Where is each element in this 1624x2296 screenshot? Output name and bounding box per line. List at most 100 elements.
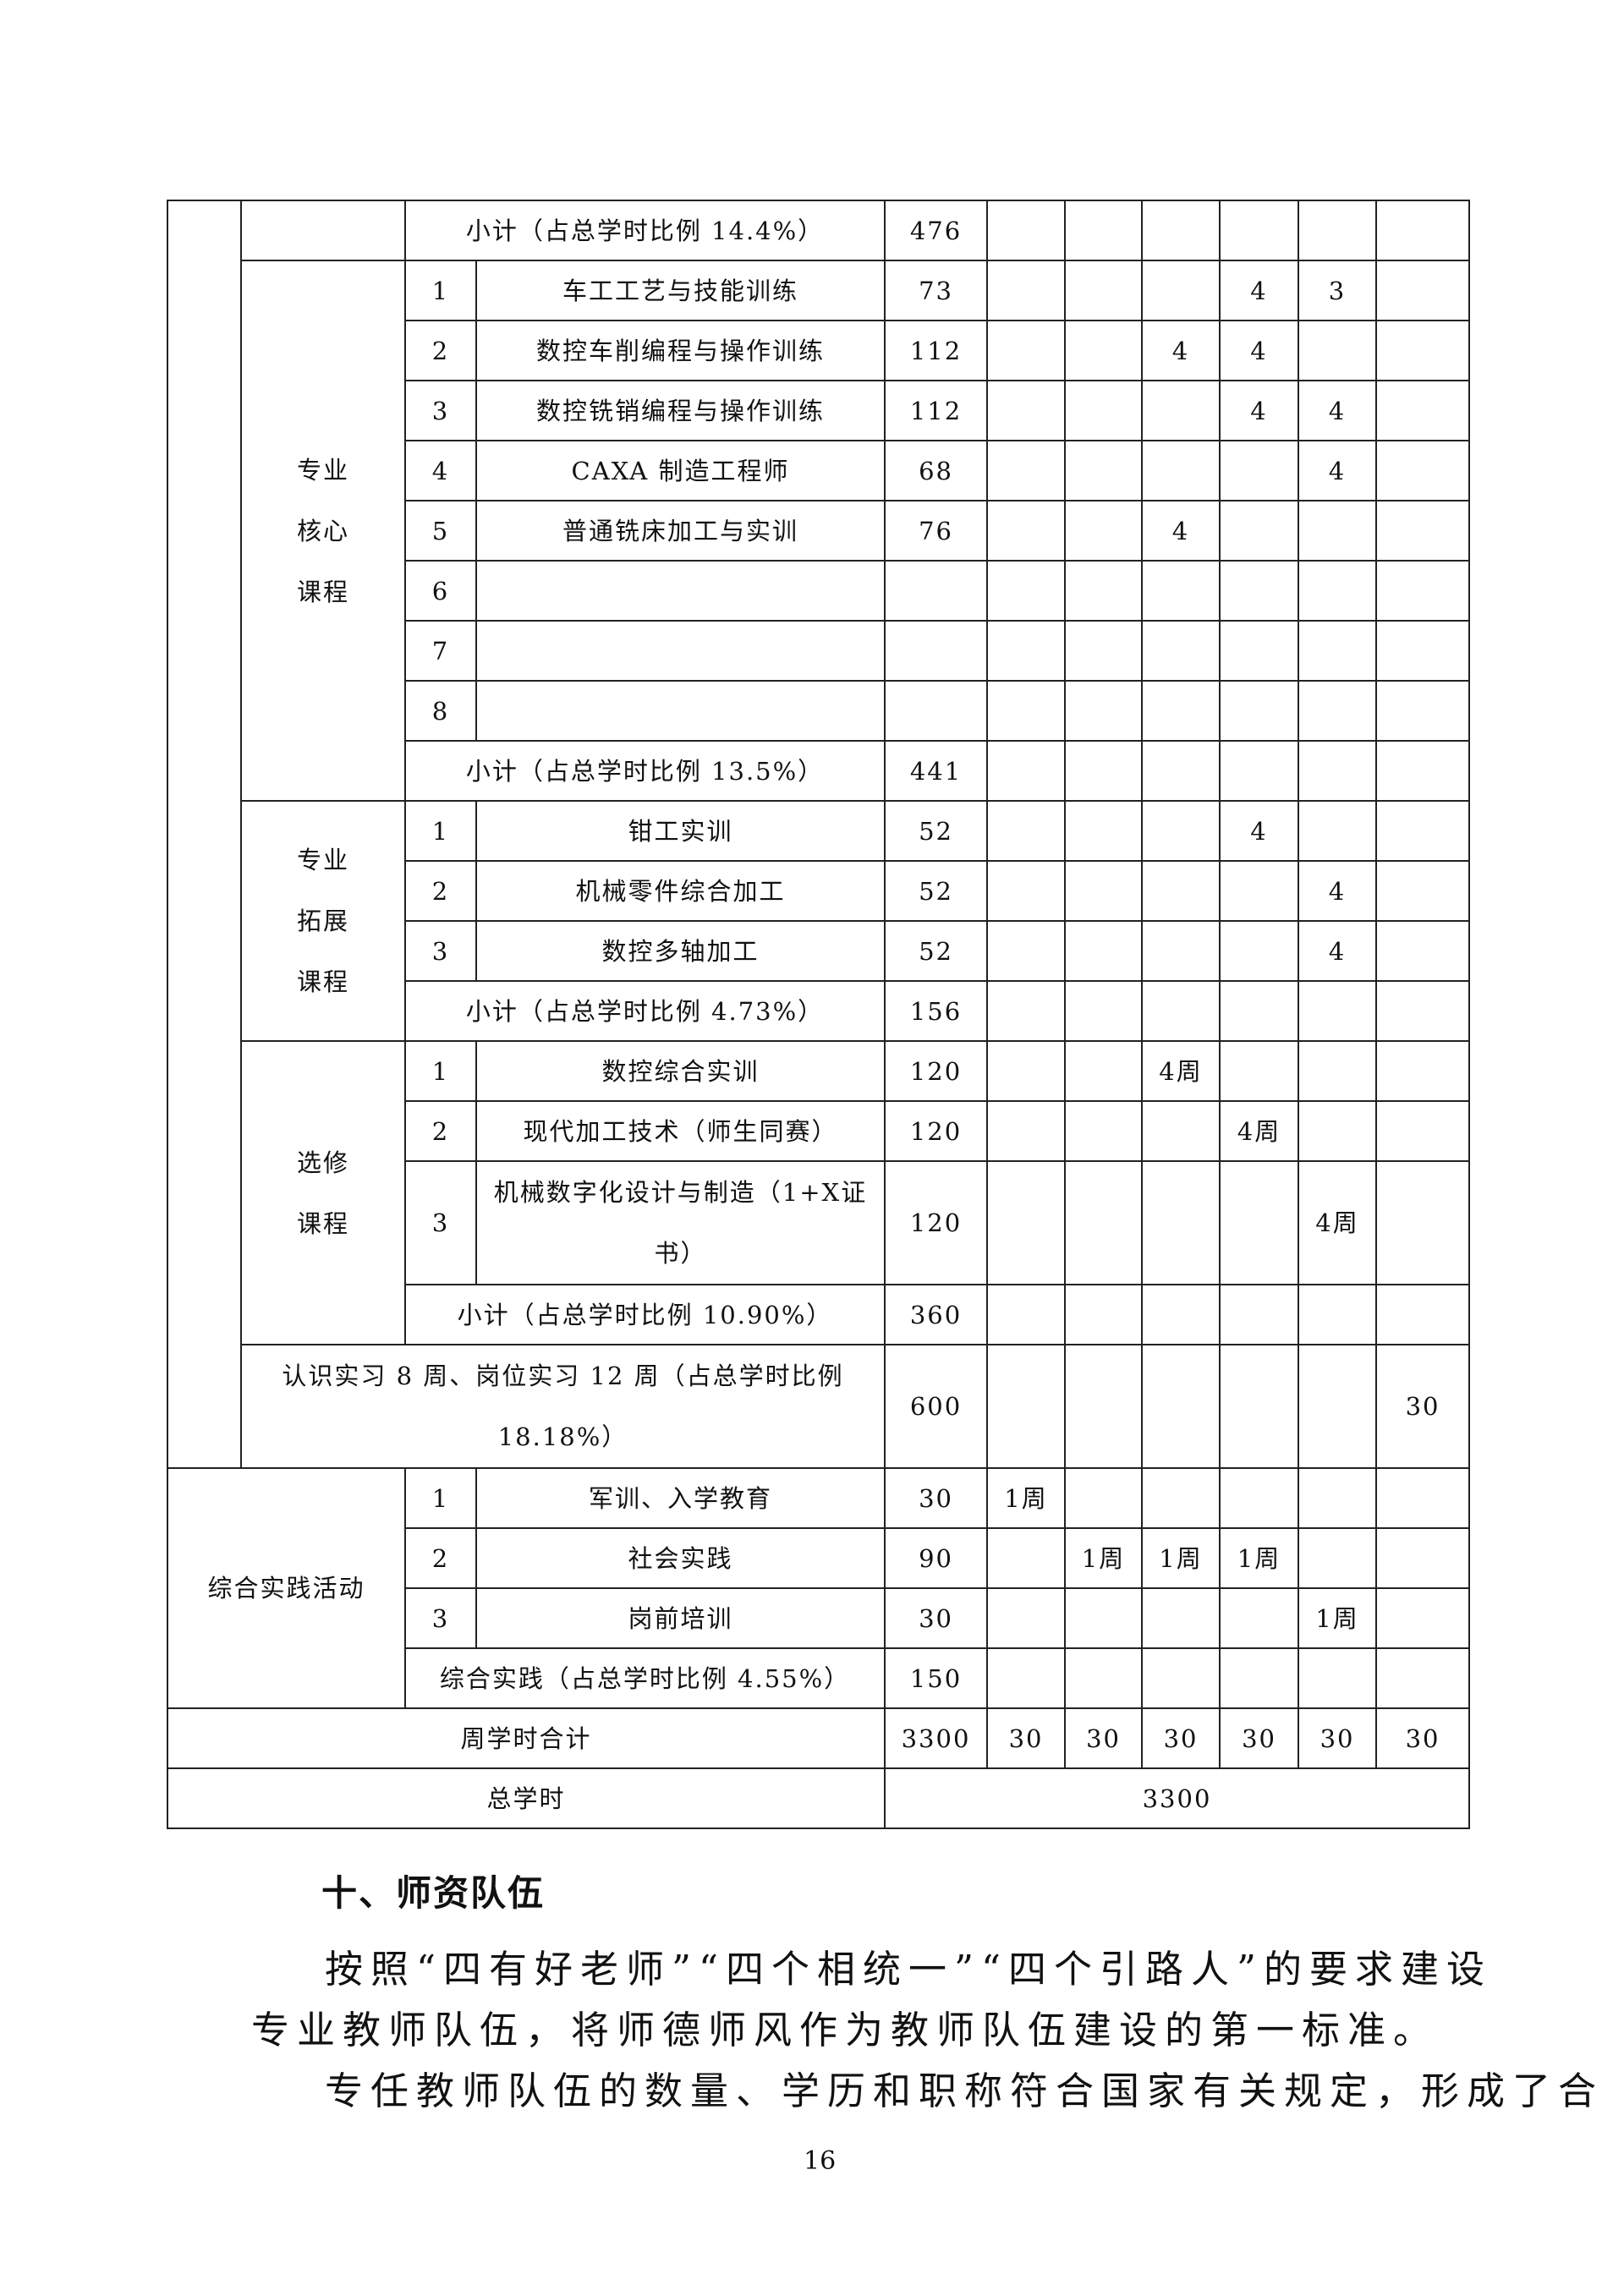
hours-cell: 73 xyxy=(884,260,989,321)
course-number: 3 xyxy=(404,920,477,982)
hours-cell: 476 xyxy=(884,200,989,261)
internship-label: 认识实习 8 周、岗位实习 12 周（占总学时比例 18.18%） xyxy=(239,1344,886,1469)
hours-cell: 150 xyxy=(884,1647,989,1709)
semester-cell: 1周 xyxy=(1064,1527,1144,1589)
semester-cell xyxy=(1298,1527,1378,1589)
semester-cell xyxy=(1298,320,1378,381)
course-name: 机械数字化设计与制造（1+X证书） xyxy=(475,1160,886,1285)
category-label: 专业 xyxy=(296,455,349,485)
hours-cell: 30 xyxy=(884,1467,989,1529)
semester-cell xyxy=(1298,1100,1378,1162)
semester-cell xyxy=(986,1587,1067,1649)
semester-cell: 4 xyxy=(1298,440,1378,501)
semester-cell: 3 xyxy=(1298,260,1378,321)
course-name: 社会实践 xyxy=(475,1527,886,1589)
category-cell: 专业核心课程 xyxy=(240,260,406,802)
semester-cell xyxy=(1375,1284,1471,1345)
semester-cell: 1周 xyxy=(1219,1527,1300,1589)
semester-cell xyxy=(1064,440,1144,501)
hours-cell: 156 xyxy=(884,980,989,1042)
semester-cell xyxy=(1298,1040,1378,1102)
semester-cell xyxy=(1298,800,1378,862)
semester-cell xyxy=(1141,680,1221,742)
semester-cell xyxy=(1064,1040,1144,1102)
semester-cell xyxy=(1141,200,1221,261)
semester-cell xyxy=(986,980,1067,1042)
hours-cell: 112 xyxy=(884,320,989,381)
paragraph-line: 专任教师队伍的数量、学历和职称符合国家有关规定，形成了合 xyxy=(325,2069,1605,2113)
semester-cell xyxy=(1064,980,1144,1042)
course-name: 岗前培训 xyxy=(475,1587,886,1649)
semester-cell: 4 xyxy=(1141,500,1221,562)
semester-cell xyxy=(1375,380,1471,441)
semester-cell xyxy=(1375,620,1471,682)
table-row: 7 xyxy=(167,620,1471,682)
semester-cell xyxy=(1375,1467,1471,1529)
page-number: 16 xyxy=(804,2146,837,2176)
course-number: 8 xyxy=(404,680,477,742)
semester-cell xyxy=(1375,1040,1471,1102)
hours-cell: 68 xyxy=(884,440,989,501)
category-cell: 专业拓展课程 xyxy=(240,800,406,1042)
semester-cell: 1周 xyxy=(1141,1527,1221,1589)
semester-cell xyxy=(1298,620,1378,682)
category-label: 拓展 xyxy=(296,907,349,935)
semester-cell xyxy=(1219,1344,1300,1469)
semester-cell xyxy=(1141,1344,1221,1469)
course-number: 1 xyxy=(404,1040,477,1102)
category-cell: 综合实践活动 xyxy=(167,1467,406,1709)
semester-cell xyxy=(1375,1647,1471,1709)
semester-cell xyxy=(1064,740,1144,802)
semester-cell xyxy=(986,1160,1067,1285)
semester-cell xyxy=(1141,1587,1221,1649)
hours-cell: 52 xyxy=(884,860,989,922)
category-label: 核心 xyxy=(296,516,349,545)
semester-cell: 1周 xyxy=(1298,1587,1378,1649)
category-label: 课程 xyxy=(296,967,349,996)
grand-total-value: 3300 xyxy=(884,1767,1471,1829)
category-label: 选修 xyxy=(296,1148,349,1177)
semester-cell xyxy=(1298,1467,1378,1529)
semester-cell xyxy=(986,1527,1067,1589)
course-number: 1 xyxy=(404,260,477,321)
course-name: 数控铣销编程与操作训练 xyxy=(475,380,886,441)
semester-cell xyxy=(1064,1160,1144,1285)
semester-cell xyxy=(986,440,1067,501)
outer-category-cell xyxy=(167,200,242,1469)
semester-cell xyxy=(1375,1100,1471,1162)
semester-cell xyxy=(1298,680,1378,742)
semester-cell xyxy=(1064,1100,1144,1162)
semester-cell xyxy=(1219,980,1300,1042)
hours-cell: 120 xyxy=(884,1160,989,1285)
semester-cell xyxy=(1219,680,1300,742)
hours-cell: 600 xyxy=(884,1344,989,1469)
semester-cell xyxy=(986,500,1067,562)
semester-cell: 1周 xyxy=(986,1467,1067,1529)
paragraph-line: 按照“四有好老师”“四个相统一”“四个引路人”的要求建设 xyxy=(325,1947,1493,1992)
course-number: 7 xyxy=(404,620,477,682)
semester-cell xyxy=(986,680,1067,742)
semester-cell xyxy=(1375,320,1471,381)
hours-cell: 360 xyxy=(884,1284,989,1345)
semester-cell xyxy=(1219,620,1300,682)
semester-cell xyxy=(1219,560,1300,622)
semester-cell xyxy=(1219,1160,1300,1285)
semester-cell xyxy=(1298,500,1378,562)
hours-cell: 441 xyxy=(884,740,989,802)
semester-cell xyxy=(1219,920,1300,982)
semester-cell xyxy=(1064,860,1144,922)
course-number: 2 xyxy=(404,1527,477,1589)
table-row: 小计（占总学时比例 14.4%）476 xyxy=(167,200,1471,1469)
paragraph-line: 专业教师队伍，将师德师风作为教师队伍建设的第一标准。 xyxy=(251,2008,1440,2052)
semester-cell xyxy=(1064,800,1144,862)
semester-cell xyxy=(986,800,1067,862)
course-name: 数控车削编程与操作训练 xyxy=(475,320,886,381)
semester-cell xyxy=(1141,1284,1221,1345)
course-name xyxy=(475,560,886,622)
